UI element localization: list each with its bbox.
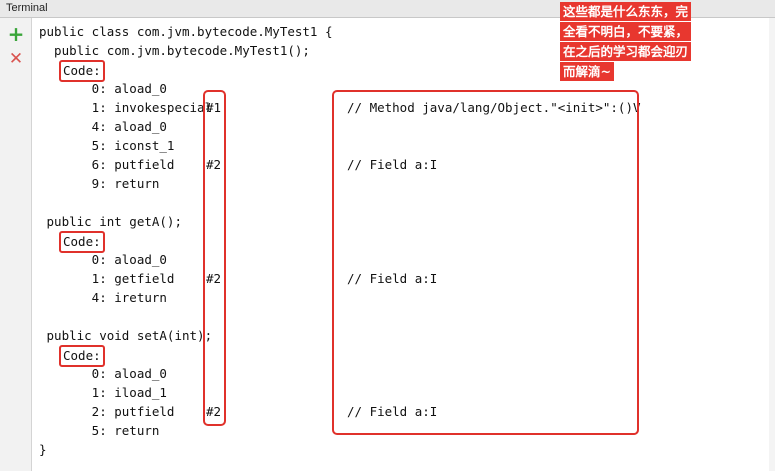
code-line: public int getA(); — [39, 214, 182, 229]
close-icon[interactable]: ✕ — [8, 49, 24, 69]
constant-pool-ref: #2 — [206, 271, 222, 286]
code-line: 1: getfield — [39, 271, 175, 286]
annotation-callout: 这些都是什么东东，完 全看不明白，不要紧， 在之后的学习都会迎刃 而解滴~ — [560, 2, 710, 82]
code-label-box: Code: — [59, 60, 105, 82]
code-line: 5: return — [39, 423, 160, 438]
code-line: 1: invokespecial — [39, 100, 213, 115]
code-line: 5: iconst_1 — [39, 138, 175, 153]
code-line: public class com.jvm.bytecode.MyTest1 { — [39, 24, 333, 39]
window-title: Terminal — [6, 2, 48, 14]
code-line: 0: aload_0 — [39, 366, 167, 381]
code-label-box: Code: — [59, 231, 105, 253]
constant-pool-ref: #2 — [206, 157, 222, 172]
code-label-box: Code: — [59, 345, 105, 367]
code-comment: // Field a:I — [347, 157, 438, 172]
code-line: 0: aload_0 — [39, 81, 167, 96]
code-line: 9: return — [39, 176, 160, 191]
refs-highlight-box — [203, 90, 226, 426]
scrollbar[interactable] — [769, 18, 775, 471]
code-comment: // Method java/lang/Object."<init>":()V — [347, 100, 641, 115]
comments-highlight-box — [332, 90, 639, 435]
code-comment: // Field a:I — [347, 404, 438, 419]
constant-pool-ref: #1 — [206, 100, 222, 115]
terminal-output[interactable]: public class com.jvm.bytecode.MyTest1 { … — [33, 18, 775, 471]
code-line: 1: iload_1 — [39, 385, 167, 400]
code-line: 0: aload_0 — [39, 252, 167, 267]
annotation-line: 全看不明白，不要紧， — [560, 22, 692, 41]
code-comment: // Field a:I — [347, 271, 438, 286]
code-line: public void setA(int); — [39, 328, 213, 343]
add-icon[interactable]: + — [7, 22, 25, 46]
annotation-line: 这些都是什么东东，完 — [560, 2, 692, 21]
code-line: 4: ireturn — [39, 290, 167, 305]
code-line: 6: putfield — [39, 157, 175, 172]
annotation-line: 在之后的学习都会迎刃 — [560, 42, 692, 61]
code-line: 2: putfield — [39, 404, 175, 419]
code-line: public com.jvm.bytecode.MyTest1(); — [39, 43, 310, 58]
annotation-line: 而解滴~ — [560, 62, 614, 81]
code-line: 4: aload_0 — [39, 119, 167, 134]
terminal-toolbar: + ✕ — [0, 18, 32, 471]
code-line: } — [39, 442, 47, 457]
constant-pool-ref: #2 — [206, 404, 222, 419]
